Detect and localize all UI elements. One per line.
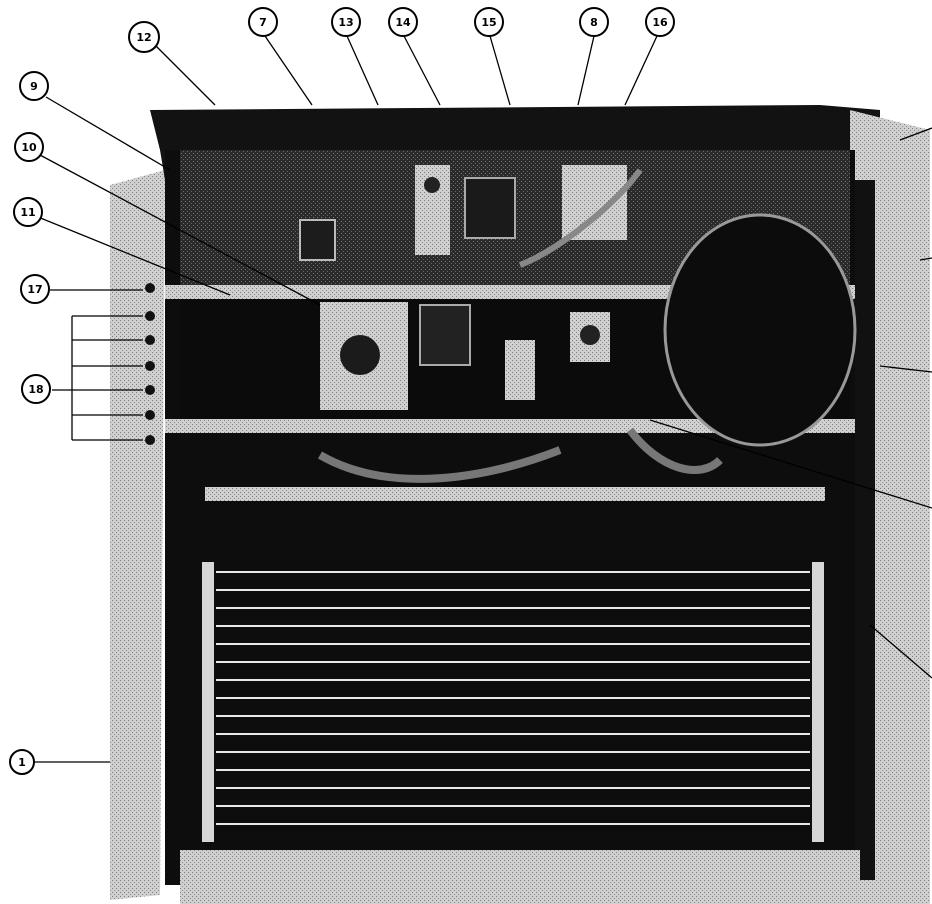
callouts: 12 7 13 14 15 8 16 9 bbox=[9, 7, 675, 775]
baffle-strip bbox=[205, 487, 825, 501]
callout-16: 16 bbox=[645, 7, 675, 37]
svg-text:8: 8 bbox=[590, 16, 598, 29]
svg-text:1: 1 bbox=[18, 756, 26, 769]
coil-frame-left bbox=[202, 562, 214, 842]
callout-1: 1 bbox=[9, 749, 35, 775]
svg-text:16: 16 bbox=[652, 16, 668, 29]
svg-text:9: 9 bbox=[30, 80, 38, 93]
callout-14: 14 bbox=[388, 7, 418, 37]
callout-15: 15 bbox=[474, 7, 504, 37]
callout-8: 8 bbox=[579, 7, 609, 37]
callout-11: 11 bbox=[13, 197, 43, 227]
svg-text:15: 15 bbox=[481, 16, 496, 29]
callout-7: 7 bbox=[248, 7, 278, 37]
component-dial-a bbox=[424, 177, 440, 193]
terminal-block bbox=[419, 304, 471, 366]
coil-frame-right bbox=[812, 562, 824, 842]
contactor bbox=[505, 340, 535, 400]
hose-lower bbox=[317, 446, 562, 483]
callout-10: 10 bbox=[14, 132, 44, 162]
hose-upper bbox=[518, 168, 643, 268]
callout-17: 17 bbox=[20, 274, 50, 304]
callout-9: 9 bbox=[19, 71, 49, 101]
hose-right bbox=[626, 427, 723, 474]
control-panel-dial bbox=[340, 335, 380, 375]
svg-text:13: 13 bbox=[338, 16, 353, 29]
mid-components bbox=[317, 302, 723, 483]
fan-housing bbox=[663, 213, 857, 447]
relay-small bbox=[299, 219, 336, 261]
component-box-b bbox=[464, 177, 516, 239]
component-box-c bbox=[562, 165, 627, 240]
svg-text:10: 10 bbox=[21, 141, 37, 154]
left-side-panel bbox=[110, 170, 165, 900]
cabinet bbox=[110, 105, 930, 904]
leader-lines bbox=[34, 35, 932, 763]
base bbox=[180, 850, 860, 904]
side-fasteners bbox=[145, 283, 155, 445]
upper-components bbox=[299, 165, 857, 447]
svg-text:17: 17 bbox=[27, 283, 42, 296]
svg-text:11: 11 bbox=[20, 206, 35, 219]
right-inner-post bbox=[855, 180, 875, 880]
valve-knob bbox=[580, 325, 600, 345]
svg-text:12: 12 bbox=[136, 31, 151, 44]
callout-13: 13 bbox=[331, 7, 361, 37]
callout-18: 18 bbox=[21, 374, 51, 404]
svg-text:7: 7 bbox=[259, 16, 267, 29]
svg-text:18: 18 bbox=[28, 383, 43, 396]
coil-fins bbox=[216, 571, 810, 825]
callout-12: 12 bbox=[128, 21, 160, 53]
coil-grille bbox=[202, 562, 824, 842]
svg-text:14: 14 bbox=[395, 16, 411, 29]
